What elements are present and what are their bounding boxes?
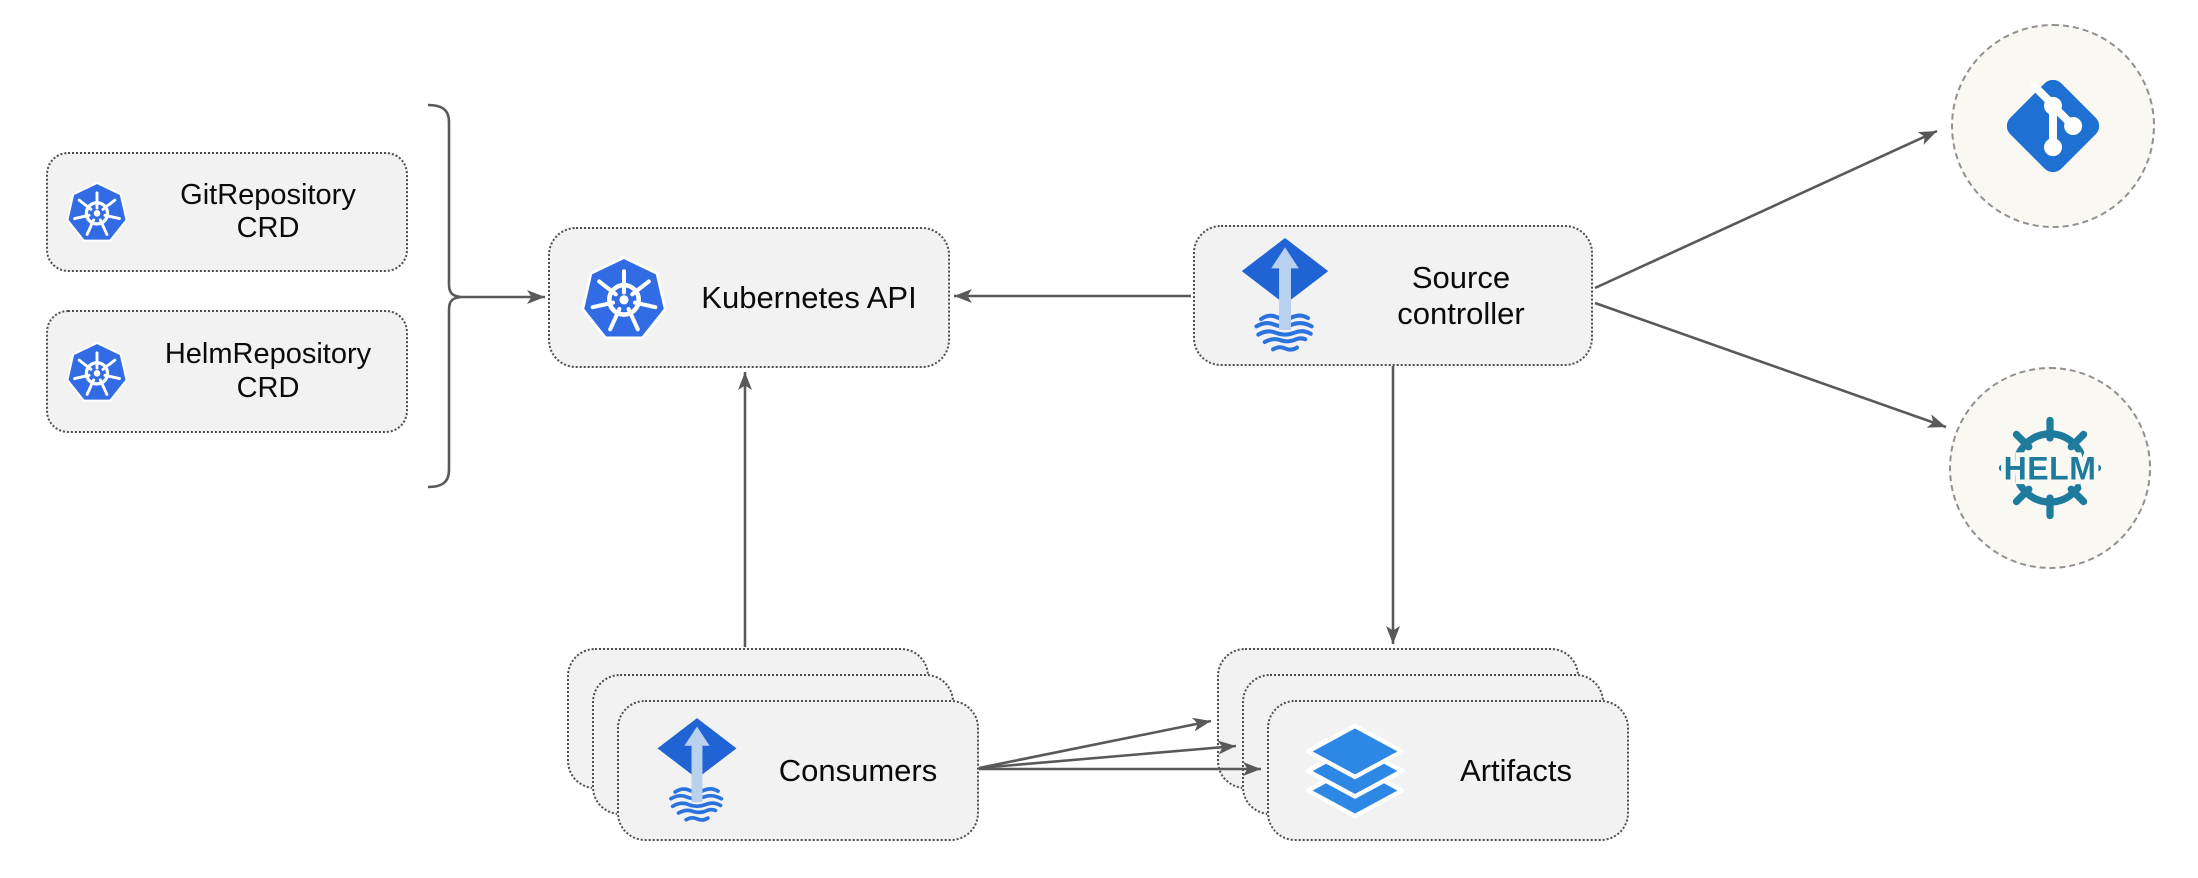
node-git	[1951, 24, 2155, 228]
node-gitrepository-crd: GitRepository CRD	[46, 152, 408, 272]
node-label: HelmRepository CRD	[130, 338, 406, 404]
node-label: Consumers	[739, 753, 977, 788]
label-line2: CRD	[236, 371, 300, 404]
node-label: Source controller	[1331, 260, 1591, 331]
flux-icon	[657, 717, 737, 822]
kubernetes-icon	[66, 341, 128, 402]
node-label: Kubernetes API	[670, 280, 948, 315]
label-line1: HelmRepository	[164, 338, 372, 371]
node-artifacts: Artifacts	[1267, 700, 1629, 841]
layers-icon	[1305, 723, 1405, 818]
label-line1: Source	[1411, 260, 1511, 296]
label-line1: Consumers	[778, 752, 938, 788]
helm-logo-text: HELM	[2004, 450, 2097, 486]
helm-icon: HELM	[1998, 416, 2102, 520]
edge-consumers-to-artifacts-2	[978, 740, 1237, 770]
node-kubernetes-api: Kubernetes API	[548, 227, 950, 368]
label-line1: Artifacts	[1460, 752, 1572, 788]
label-line1: GitRepository	[180, 178, 356, 211]
kubernetes-icon	[66, 181, 128, 242]
node-label: Artifacts	[1405, 753, 1627, 788]
flux-icon	[1241, 237, 1329, 352]
node-consumers: Consumers	[617, 700, 979, 841]
node-helm: HELM	[1949, 367, 2151, 569]
edge-source-to-helm	[1594, 301, 1947, 429]
node-helmrepository-crd: HelmRepository CRD	[46, 310, 408, 433]
edge-source-to-git	[1594, 129, 1938, 290]
label-line1: Kubernetes API	[701, 279, 917, 315]
label-line2: CRD	[236, 212, 300, 244]
label-line2: controller	[1397, 295, 1525, 331]
crd-group-bracket	[427, 103, 462, 489]
git-icon	[2006, 79, 2100, 173]
node-label: GitRepository CRD	[130, 179, 406, 245]
edge-consumers-to-artifacts-1	[978, 717, 1212, 770]
kubernetes-icon	[581, 255, 667, 339]
node-source-controller: Source controller	[1193, 225, 1593, 366]
